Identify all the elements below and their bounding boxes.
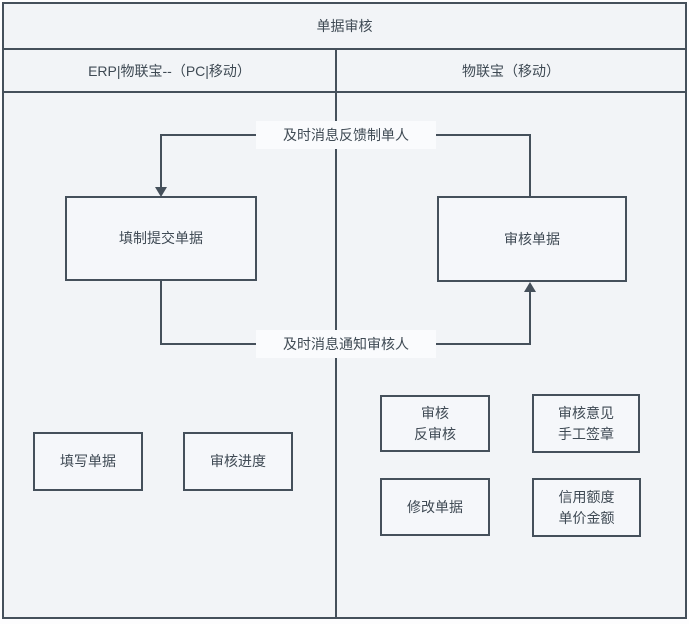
node-fill-doc-label: 填写单据: [60, 453, 116, 469]
lane-header-erp: ERP|物联宝--（PC|移动）: [4, 50, 337, 91]
node-review-progress-label: 审核进度: [210, 453, 266, 469]
node-opinion-signature-line2: 手工签章: [558, 425, 614, 442]
lane-headers: ERP|物联宝--（PC|移动） 物联宝（移动）: [4, 50, 685, 93]
node-review-unreview-line2: 反审核: [414, 425, 456, 442]
node-review-progress: 审核进度: [183, 432, 293, 491]
flow-label-notify: 及时消息通知审核人: [256, 330, 436, 358]
arrowhead-up-icon: [524, 282, 536, 292]
node-review-unreview: 审核 反审核: [380, 395, 490, 452]
node-review-doc-label: 审核单据: [504, 230, 560, 247]
node-credit-amount: 信用额度 单价金额: [532, 478, 641, 537]
node-fill-doc: 填写单据: [33, 432, 143, 491]
connector-top-right-vertical: [529, 134, 531, 196]
node-review-doc: 审核单据: [437, 196, 627, 282]
lane-header-mobile-label: 物联宝（移动）: [462, 62, 560, 79]
flow-label-notify-text: 及时消息通知审核人: [283, 336, 409, 352]
node-modify-doc: 修改单据: [380, 478, 490, 536]
node-opinion-signature: 审核意见 手工签章: [532, 394, 640, 453]
lane-header-mobile: 物联宝（移动）: [337, 50, 685, 91]
diagram-title-bar: 单据审核: [4, 4, 685, 50]
node-fill-submit: 填制提交单据: [65, 196, 257, 281]
flow-label-feedback-text: 及时消息反馈制单人: [283, 127, 409, 143]
node-opinion-signature-line1: 审核意见: [558, 404, 614, 421]
connector-top-left-vertical: [160, 134, 162, 188]
diagram-title: 单据审核: [316, 18, 373, 34]
flow-label-feedback: 及时消息反馈制单人: [256, 121, 436, 149]
node-credit-amount-line2: 单价金额: [558, 509, 615, 526]
node-credit-amount-line1: 信用额度: [558, 488, 615, 505]
connector-bottom-left-vertical: [160, 281, 162, 345]
node-review-unreview-line1: 审核: [421, 404, 449, 421]
lane-header-erp-label: ERP|物联宝--（PC|移动）: [88, 62, 251, 79]
node-fill-submit-label: 填制提交单据: [119, 230, 203, 246]
connector-bottom-right-vertical: [529, 291, 531, 345]
arrowhead-down-icon: [155, 187, 167, 197]
node-modify-doc-label: 修改单据: [407, 498, 463, 515]
